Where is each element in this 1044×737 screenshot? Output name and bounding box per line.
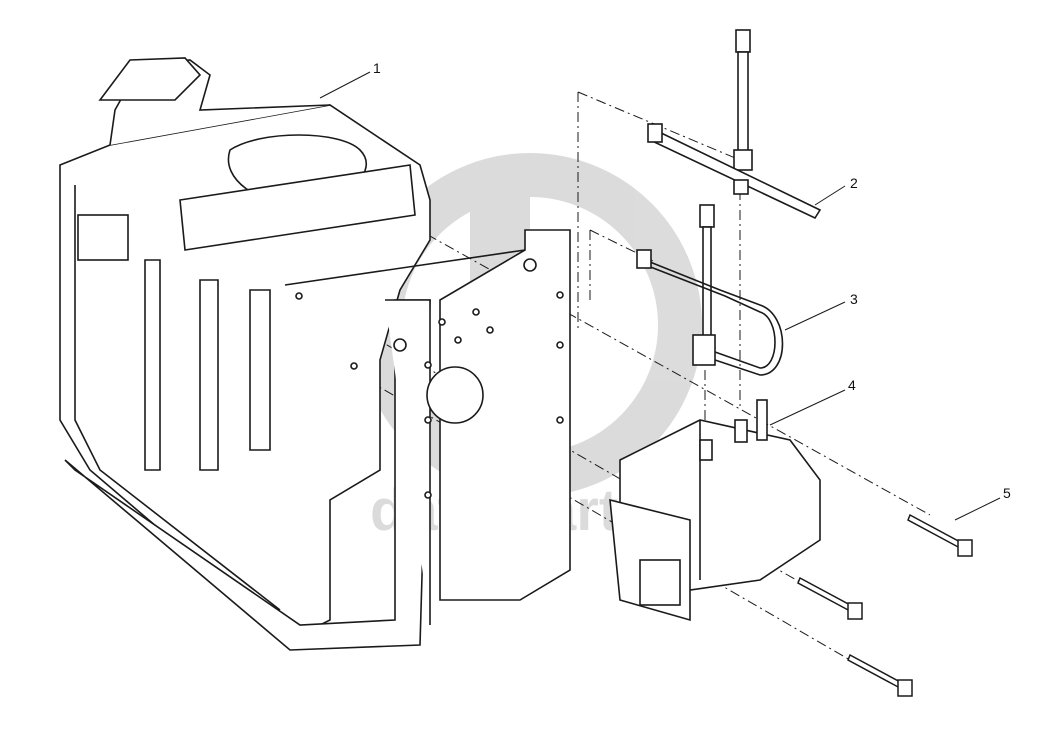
callout-1: 1 [373, 60, 381, 76]
callout-5: 5 [1003, 485, 1011, 501]
callout-4: 4 [848, 377, 856, 393]
callout-2: 2 [850, 175, 858, 191]
callout-leaders [319, 71, 1001, 521]
u-pipe-part-3 [636, 204, 784, 376]
t-pipe-part-2 [647, 29, 822, 220]
callout-3: 3 [850, 291, 858, 307]
pump-module-part-4 [609, 399, 821, 622]
tank-assembly [59, 57, 571, 651]
bolts-part-5 [797, 513, 973, 697]
